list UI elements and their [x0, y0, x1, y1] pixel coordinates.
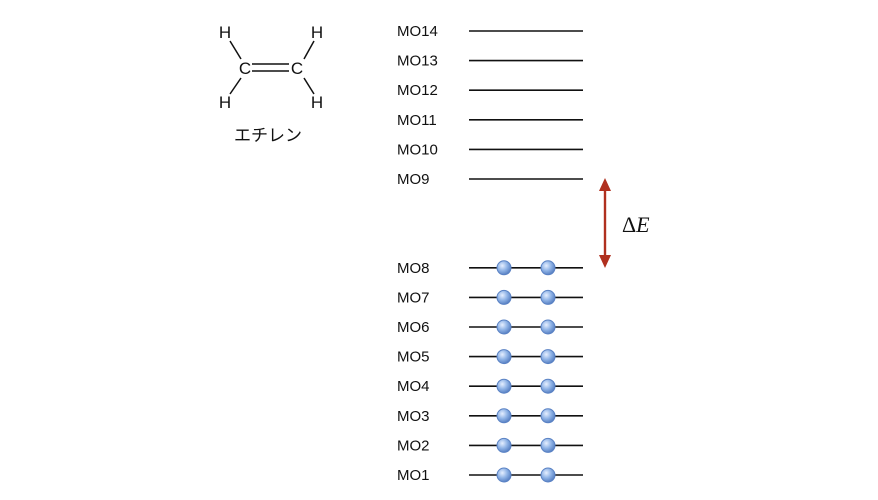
electron [540, 437, 556, 453]
electron [496, 408, 512, 424]
orbital-label: MO10 [397, 141, 438, 158]
electron [496, 289, 512, 305]
energy-gap: ΔE [599, 178, 650, 268]
orbital-label: MO6 [397, 319, 430, 336]
electron [496, 437, 512, 453]
orbital-level-mo1: MO1 [397, 467, 583, 484]
orbital-level-mo6: MO6 [397, 319, 583, 336]
orbital-label: MO14 [397, 23, 438, 40]
electron [540, 289, 556, 305]
orbital-label: MO4 [397, 378, 430, 395]
electron [540, 349, 556, 365]
orbital-levels: MO14MO13MO12MO11MO10MO9MO8MO7MO6MO5MO4MO… [397, 23, 583, 484]
bond-h-c-bottom-right [303, 77, 315, 95]
atom-c-right: C [291, 59, 303, 78]
orbital-label: MO5 [397, 349, 430, 366]
atom-h-bottom-left: H [219, 93, 231, 112]
electron [540, 319, 556, 335]
bond-h-c-top-left [229, 40, 242, 60]
orbital-label: MO7 [397, 289, 430, 306]
orbital-label: MO3 [397, 408, 430, 425]
orbital-level-mo10: MO10 [397, 141, 583, 158]
atom-h-top-right: H [311, 23, 323, 42]
bond-h-c-top-right [303, 40, 315, 60]
atom-h-bottom-right: H [311, 93, 323, 112]
electron [540, 408, 556, 424]
orbital-label: MO11 [397, 112, 437, 129]
orbital-level-mo12: MO12 [397, 82, 583, 99]
electron [540, 260, 556, 276]
electron [496, 260, 512, 276]
energy-gap-arrow-head-up [599, 178, 611, 191]
energy-gap-arrow-head-down [599, 255, 611, 268]
orbital-level-mo2: MO2 [397, 437, 583, 454]
electron [496, 349, 512, 365]
orbital-label: MO9 [397, 171, 430, 188]
molecule-name: エチレン [234, 126, 302, 146]
orbital-level-mo4: MO4 [397, 378, 583, 395]
energy-symbol: E [635, 212, 650, 237]
electron [540, 467, 556, 483]
orbital-level-mo9: MO9 [397, 171, 583, 188]
orbital-label: MO12 [397, 82, 438, 99]
ethylene-structure: H H C C H H エチレン [219, 23, 323, 146]
electron [496, 467, 512, 483]
delta-symbol: Δ [622, 212, 636, 237]
orbital-level-mo7: MO7 [397, 289, 583, 306]
electron [496, 319, 512, 335]
electron [496, 378, 512, 394]
orbital-level-mo13: MO13 [397, 53, 583, 70]
orbital-label: MO8 [397, 260, 430, 277]
atom-c-left: C [239, 59, 251, 78]
energy-gap-label: ΔE [622, 212, 650, 237]
orbital-level-mo5: MO5 [397, 349, 583, 366]
orbital-level-mo3: MO3 [397, 408, 583, 425]
electron [540, 378, 556, 394]
orbital-label: MO2 [397, 437, 430, 454]
orbital-label: MO1 [397, 467, 430, 484]
orbital-label: MO13 [397, 53, 438, 70]
atom-h-top-left: H [219, 23, 231, 42]
orbital-level-mo14: MO14 [397, 23, 583, 40]
orbital-level-mo11: MO11 [397, 112, 583, 129]
bond-h-c-bottom-left [229, 77, 242, 95]
orbital-level-mo8: MO8 [397, 260, 583, 277]
